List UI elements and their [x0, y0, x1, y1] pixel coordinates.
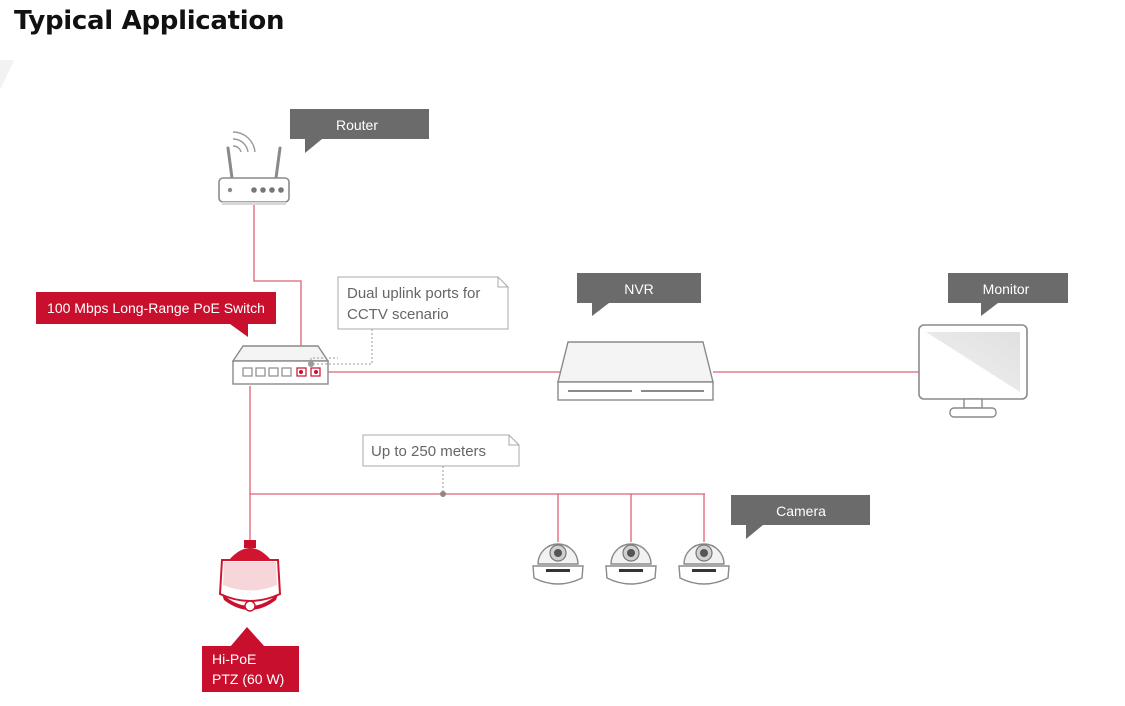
router-label: Router	[336, 117, 378, 133]
nvr-device	[557, 341, 714, 401]
corner-decoration	[0, 60, 14, 90]
dome-camera-2	[605, 543, 657, 585]
uplink-label-line1: Dual uplink ports for	[347, 285, 480, 302]
router-device	[218, 131, 290, 205]
poe-switch-device	[231, 345, 330, 385]
router-callout: Router	[290, 109, 429, 153]
router-to-switch-line	[253, 205, 302, 372]
monitor-device	[918, 324, 1028, 418]
page-title: Typical Application	[14, 6, 285, 36]
dome-camera-3	[678, 543, 730, 585]
monitor-callout: Monitor	[948, 273, 1068, 316]
camera-callout: Camera	[731, 495, 870, 539]
uplink-annotation: Dual uplink ports for CCTV scenario	[308, 276, 509, 367]
wifi-icon	[232, 131, 256, 153]
ptz-label-line1: Hi-PoE	[212, 651, 256, 667]
nvr-label: NVR	[624, 281, 654, 297]
switch-label: 100 Mbps Long-Range PoE Switch	[47, 300, 265, 316]
nvr-callout: NVR	[577, 273, 701, 316]
monitor-label: Monitor	[983, 281, 1030, 297]
uplink-label-line2: CCTV scenario	[347, 306, 449, 323]
ptz-camera-device	[218, 540, 282, 612]
dome-camera-1	[532, 543, 584, 585]
connection-lines	[249, 205, 919, 548]
distance-annotation: Up to 250 meters	[362, 434, 520, 497]
switch-callout: 100 Mbps Long-Range PoE Switch	[36, 292, 276, 337]
ptz-label-line2: PTZ (60 W)	[212, 671, 284, 687]
camera-label: Camera	[776, 503, 826, 519]
distance-label: Up to 250 meters	[371, 443, 486, 460]
ptz-callout: Hi-PoE PTZ (60 W)	[202, 627, 299, 692]
